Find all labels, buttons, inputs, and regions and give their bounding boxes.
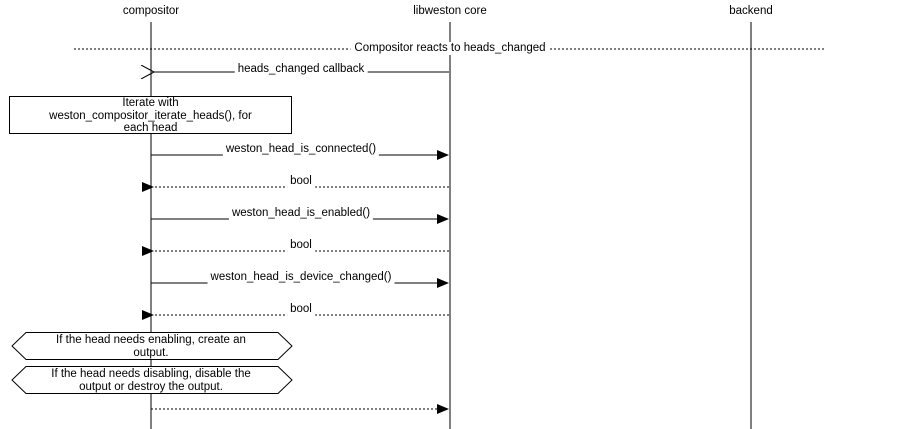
participant-label-compositor[interactable]: compositor — [122, 5, 180, 17]
condition-enable-line-2: output. — [133, 346, 169, 359]
note-line-2: weston_compositor_iterate_heads(), for — [49, 109, 252, 122]
separator-label: Compositor reacts to heads_changed — [350, 42, 550, 55]
condition-enable-line-1: If the head needs enabling, create an — [56, 334, 246, 346]
condition-shape-enable — [11, 332, 293, 360]
message-label-bool-return-enabled: bool — [287, 239, 315, 252]
message-label-weston-head-is-device-changed: weston_head_is_device_changed() — [207, 271, 395, 284]
message-label-bool-return-device-changed: bool — [287, 303, 315, 316]
note-box-iterate-heads — [9, 96, 292, 134]
condition-enable: If the head needs enabling, create an ou… — [22, 334, 280, 359]
note-iterate-heads: Iterate with weston_compositor_iterate_h… — [10, 97, 291, 135]
condition-disable: If the head needs disabling, disable the… — [22, 368, 280, 393]
participant-label-libweston-core[interactable]: libweston core — [413, 5, 487, 17]
condition-disable-line-2: output or destroy the output. — [79, 380, 223, 393]
message-label-bool-return-connected: bool — [287, 175, 315, 188]
message-label-weston-head-is-enabled: weston_head_is_enabled() — [228, 207, 374, 220]
participant-label-backend[interactable]: backend — [729, 5, 773, 17]
message-label-weston-head-is-connected: weston_head_is_connected() — [222, 143, 380, 156]
note-line-3: each head — [123, 122, 178, 134]
note-line-1: Iterate with — [122, 97, 179, 109]
message-label-heads-changed-callback: heads_changed callback — [234, 63, 368, 76]
condition-shape-disable — [11, 366, 293, 394]
condition-disable-line-1: If the head needs disabling, disable the — [51, 368, 251, 380]
lifelines — [150, 22, 752, 429]
